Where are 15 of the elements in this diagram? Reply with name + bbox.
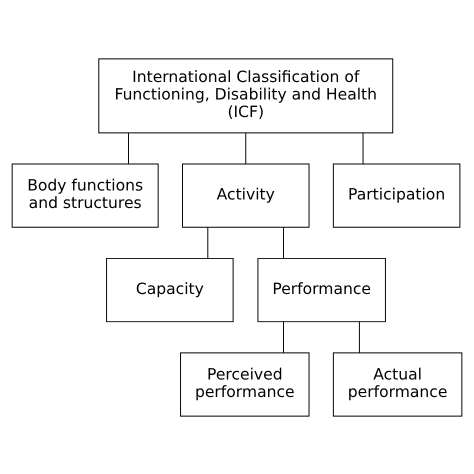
node-box: Participation	[332, 163, 460, 228]
connector	[282, 320, 284, 353]
node-box: Capacity	[106, 257, 234, 322]
node-box: Perceived performance	[180, 352, 310, 416]
node-box: Activity	[182, 163, 310, 228]
connector	[245, 132, 246, 164]
node-box: Performance	[257, 257, 386, 322]
node-box: International Classification of Functioning, Disability and Health (ICF)	[98, 58, 394, 133]
node-box: Body functions and structures	[12, 163, 159, 228]
connector	[128, 132, 129, 164]
connector	[207, 226, 208, 258]
connector	[282, 226, 284, 258]
connector	[358, 320, 360, 353]
connector	[362, 132, 364, 164]
node-box: Actual performance	[332, 352, 462, 416]
